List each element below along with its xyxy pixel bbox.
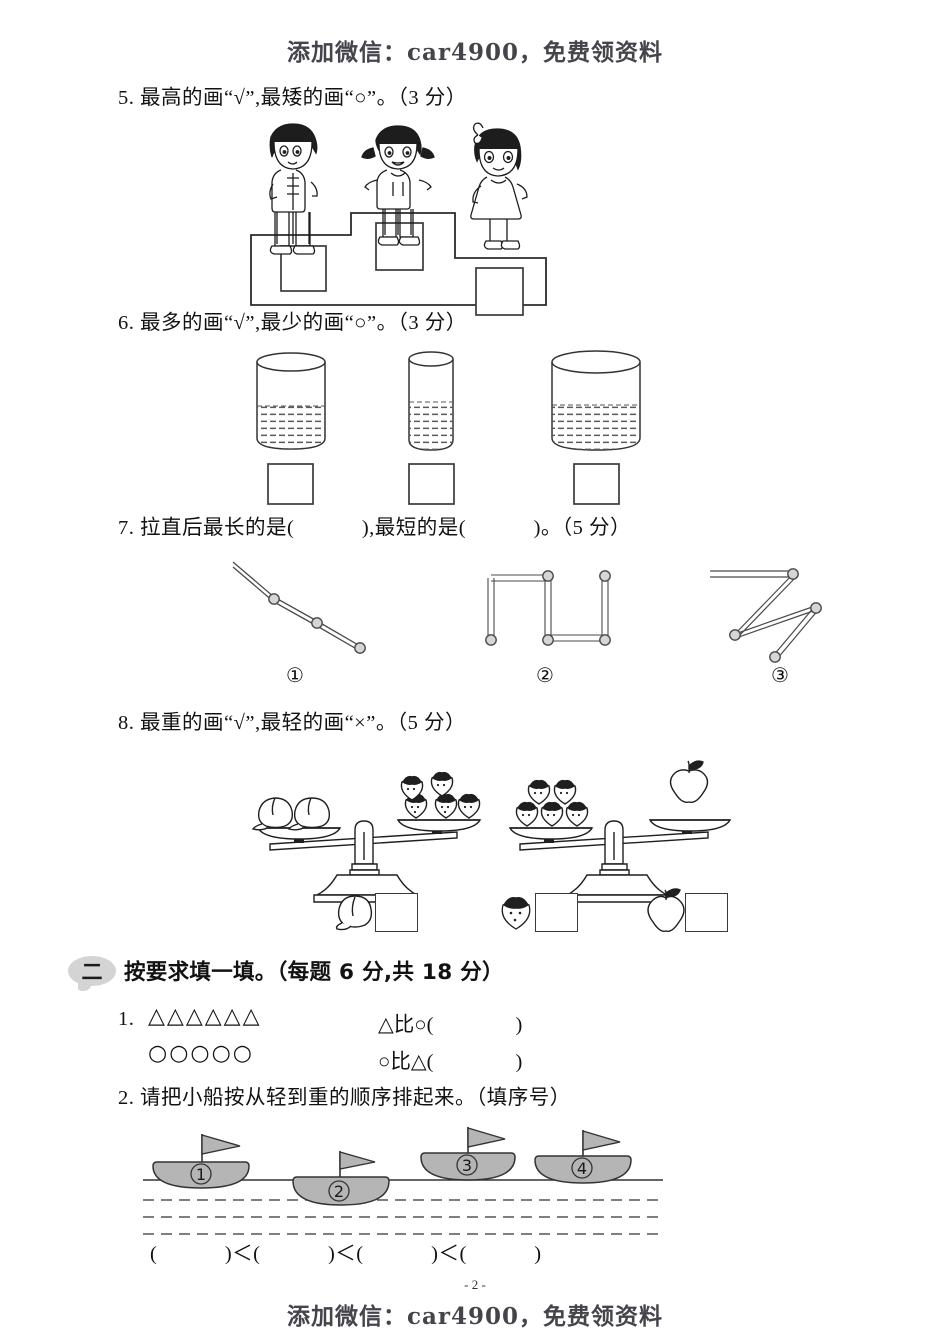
watermark-footer: 添加微信：car4900，免费领资料 (286, 1303, 664, 1330)
page-number: - 2 - (464, 1277, 486, 1292)
svg-text:1: 1 (196, 1165, 206, 1184)
compare-triangle-circle[interactable]: △比○( ) (378, 1014, 523, 1036)
figure-three-bent-lines (185, 558, 835, 663)
shape-row-circles: ○○○○○ (148, 1041, 254, 1066)
answer-peach-icon (335, 892, 375, 934)
line-label-3: ③ (771, 663, 789, 687)
line-label-2: ② (536, 663, 554, 687)
question-7-text: 7. 拉直后最长的是( ),最短的是( )。（5 分） (118, 517, 632, 539)
shape-row-triangles: △△△△△△ (148, 1004, 262, 1029)
svg-text:3: 3 (462, 1156, 472, 1175)
figure-podium-three-children (243, 118, 563, 316)
answer-apple-icon (645, 888, 687, 934)
answer-box-peach[interactable] (375, 893, 418, 932)
line-label-1: ① (286, 663, 304, 687)
question-8-text: 8. 最重的画“√”,最轻的画“×”。（5 分） (118, 712, 466, 734)
boat-order-answer-line[interactable]: ( )＜( )＜( )＜( ) (150, 1243, 542, 1265)
watermark-header: 添加微信：car4900，免费领资料 (286, 39, 664, 66)
section2-q1-number: 1. (118, 1008, 135, 1030)
figure-three-water-cups (252, 348, 672, 505)
question-6-text: 6. 最多的画“√”,最少的画“○”。（3 分） (118, 312, 467, 334)
svg-text:2: 2 (334, 1182, 344, 1201)
answer-strawberry-icon (500, 895, 536, 933)
answer-box-strawberry[interactable] (535, 893, 578, 932)
section-two-heading: 二 按要求填一填。（每题 6 分,共 18 分） (68, 955, 504, 991)
svg-text:4: 4 (577, 1159, 587, 1178)
section-two-badge: 二 (68, 955, 116, 991)
compare-circle-triangle[interactable]: ○比△( ) (378, 1051, 523, 1073)
figure-two-balance-scales (251, 760, 732, 945)
question-5-text: 5. 最高的画“√”,最矮的画“○”。（3 分） (118, 87, 467, 109)
answer-box-apple[interactable] (685, 893, 728, 932)
section2-q2-text: 2. 请把小船按从轻到重的顺序排起来。（填序号） (118, 1087, 571, 1109)
figure-four-boats-in-water: 1 2 3 (143, 1124, 663, 1236)
section-two-title: 按要求填一填。（每题 6 分,共 18 分） (124, 960, 504, 985)
